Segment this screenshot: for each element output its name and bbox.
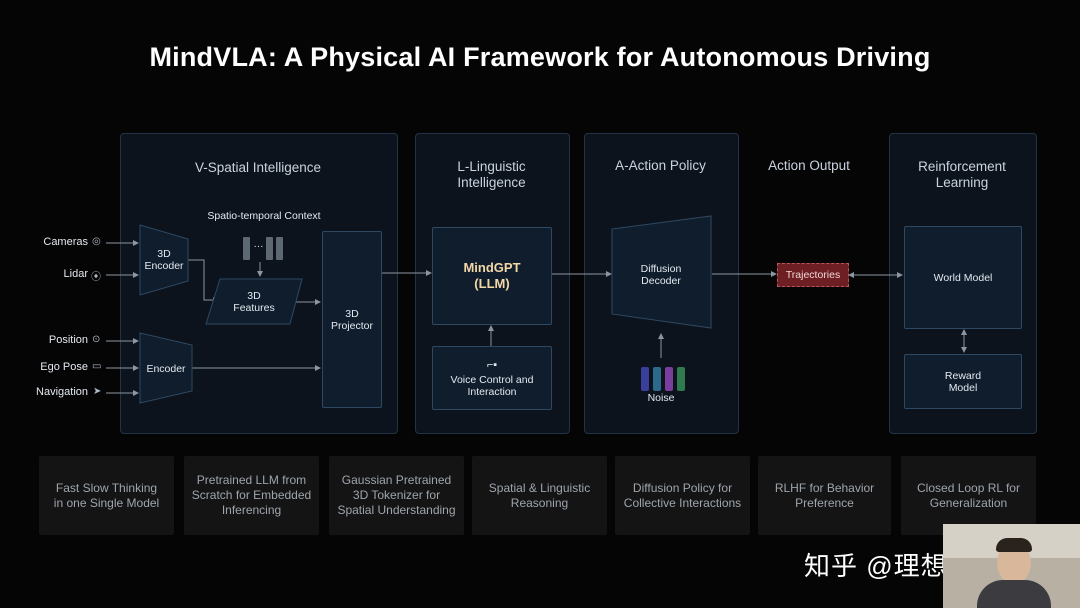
context-token [276, 237, 283, 260]
voice-control-icon: ⌐▪ [486, 358, 498, 371]
l-linguistic-title: L-Linguistic Intelligence [457, 159, 526, 190]
speaker-video-thumbnail [943, 524, 1080, 608]
v-spatial-title: V-Spatial Intelligence [194, 160, 322, 175]
input-lidar-label: Lidar [63, 268, 88, 280]
voice-control-label: Voice Control and Interaction [450, 373, 534, 398]
location-pin-icon: ⊙ [92, 334, 101, 345]
input-position-label: Position [48, 334, 88, 346]
camera-icon: ◎ [92, 236, 101, 247]
car-icon: ▭ [92, 361, 102, 372]
reinforcement-title: Reinforcement Learning [918, 159, 1006, 190]
trajectories-box: Trajectories [777, 263, 849, 287]
feature-card: Spatial & Linguistic Reasoning [472, 456, 607, 535]
feature-card: RLHF for Behavior Preference [758, 456, 891, 535]
feature-card: Diffusion Policy for Collective Interact… [615, 456, 750, 535]
speaker-body [977, 580, 1051, 608]
feature-card: Closed Loop RL for Generalization [901, 456, 1036, 535]
encoder-3d-label: 3D Encoder [144, 248, 184, 272]
noise-bar [653, 367, 661, 391]
features-3d-label: 3D Features [233, 290, 275, 314]
noise-label: Noise [647, 392, 675, 404]
feature-card: Fast Slow Thinking in one Single Model [39, 456, 174, 535]
input-cameras-label: Cameras [43, 236, 88, 248]
feature-card: Pretrained LLM from Scratch for Embedded… [184, 456, 319, 535]
input-ego-pose-label: Ego Pose [40, 361, 88, 373]
noise-bar [665, 367, 673, 391]
reward-model-box: Reward Model [904, 354, 1022, 409]
mindgpt-box: MindGPT (LLM) [432, 227, 552, 325]
spatio-temporal-context-label: Spatio-temporal Context [207, 210, 321, 222]
encoder-3d-shape [139, 224, 189, 296]
navigation-arrow-icon: ➤ [93, 386, 102, 397]
context-token [243, 237, 250, 260]
lidar-icon: ⦿ [91, 272, 101, 283]
encoder-shape [139, 332, 193, 404]
action-output-title: Action Output [768, 158, 850, 173]
encoder-label: Encoder [146, 363, 186, 375]
context-ellipsis: ··· [253, 241, 264, 252]
diffusion-decoder-label: Diffusion Decoder [640, 263, 682, 287]
features-3d-shape [205, 278, 303, 325]
speaker-hair [996, 538, 1032, 552]
a-action-title: A-Action Policy [615, 158, 706, 173]
world-model-box: World Model [904, 226, 1022, 329]
voice-control-box: ⌐▪ Voice Control and Interaction [432, 346, 552, 410]
feature-card: Gaussian Pretrained 3D Tokenizer for Spa… [329, 456, 464, 535]
context-token [266, 237, 273, 260]
noise-bar [641, 367, 649, 391]
mindgpt-label: MindGPT (LLM) [463, 260, 521, 291]
noise-bar [677, 367, 685, 391]
diffusion-decoder-shape [611, 215, 712, 329]
projector-3d-box: 3D Projector [322, 231, 382, 408]
input-navigation-label: Navigation [36, 386, 88, 398]
page-title: MindVLA: A Physical AI Framework for Aut… [149, 42, 931, 72]
